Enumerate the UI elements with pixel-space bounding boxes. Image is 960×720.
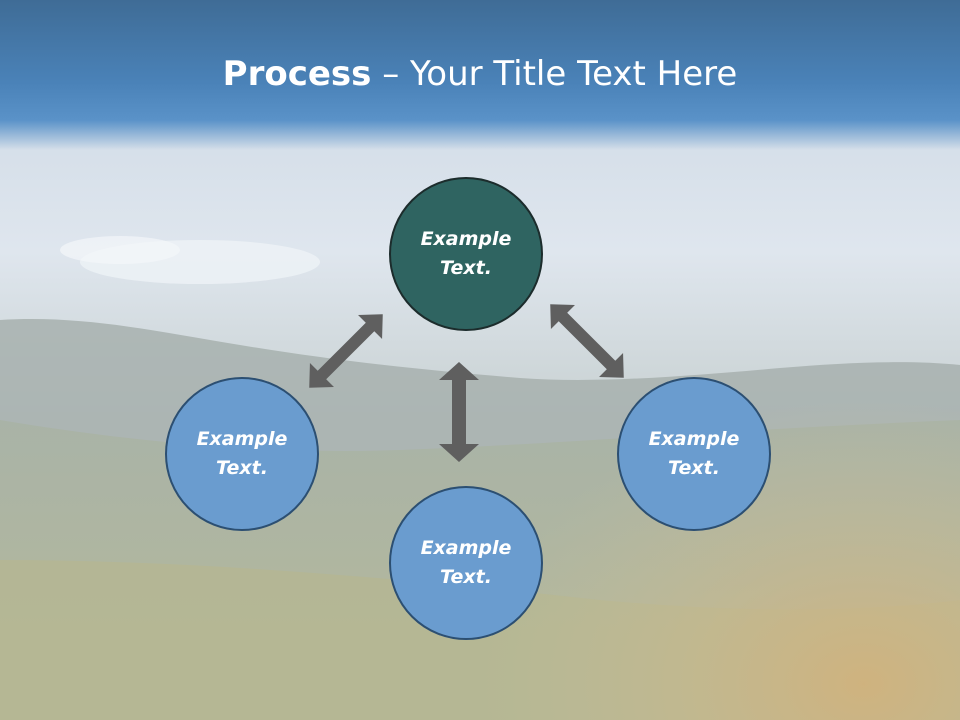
process-node-bottom: Example Text. [389,486,543,640]
double-arrow-left-icon [309,314,383,388]
node-label: Example Text. [648,428,740,479]
node-label: Example Text. [196,428,288,479]
node-label: Example Text. [420,537,512,588]
title-rest-text: Your Title Text Here [410,54,738,94]
slide-title: Process – Your Title Text Here [0,52,960,96]
node-label: Example Text. [420,228,512,279]
double-arrow-right-icon [550,304,624,378]
title-separator: – [371,54,411,94]
title-bar [0,0,960,150]
title-bold-text: Process [222,54,372,94]
process-node-left: Example Text. [165,377,319,531]
double-arrow-center-icon [439,362,479,462]
process-node-right: Example Text. [617,377,771,531]
process-node-top: Example Text. [389,177,543,331]
